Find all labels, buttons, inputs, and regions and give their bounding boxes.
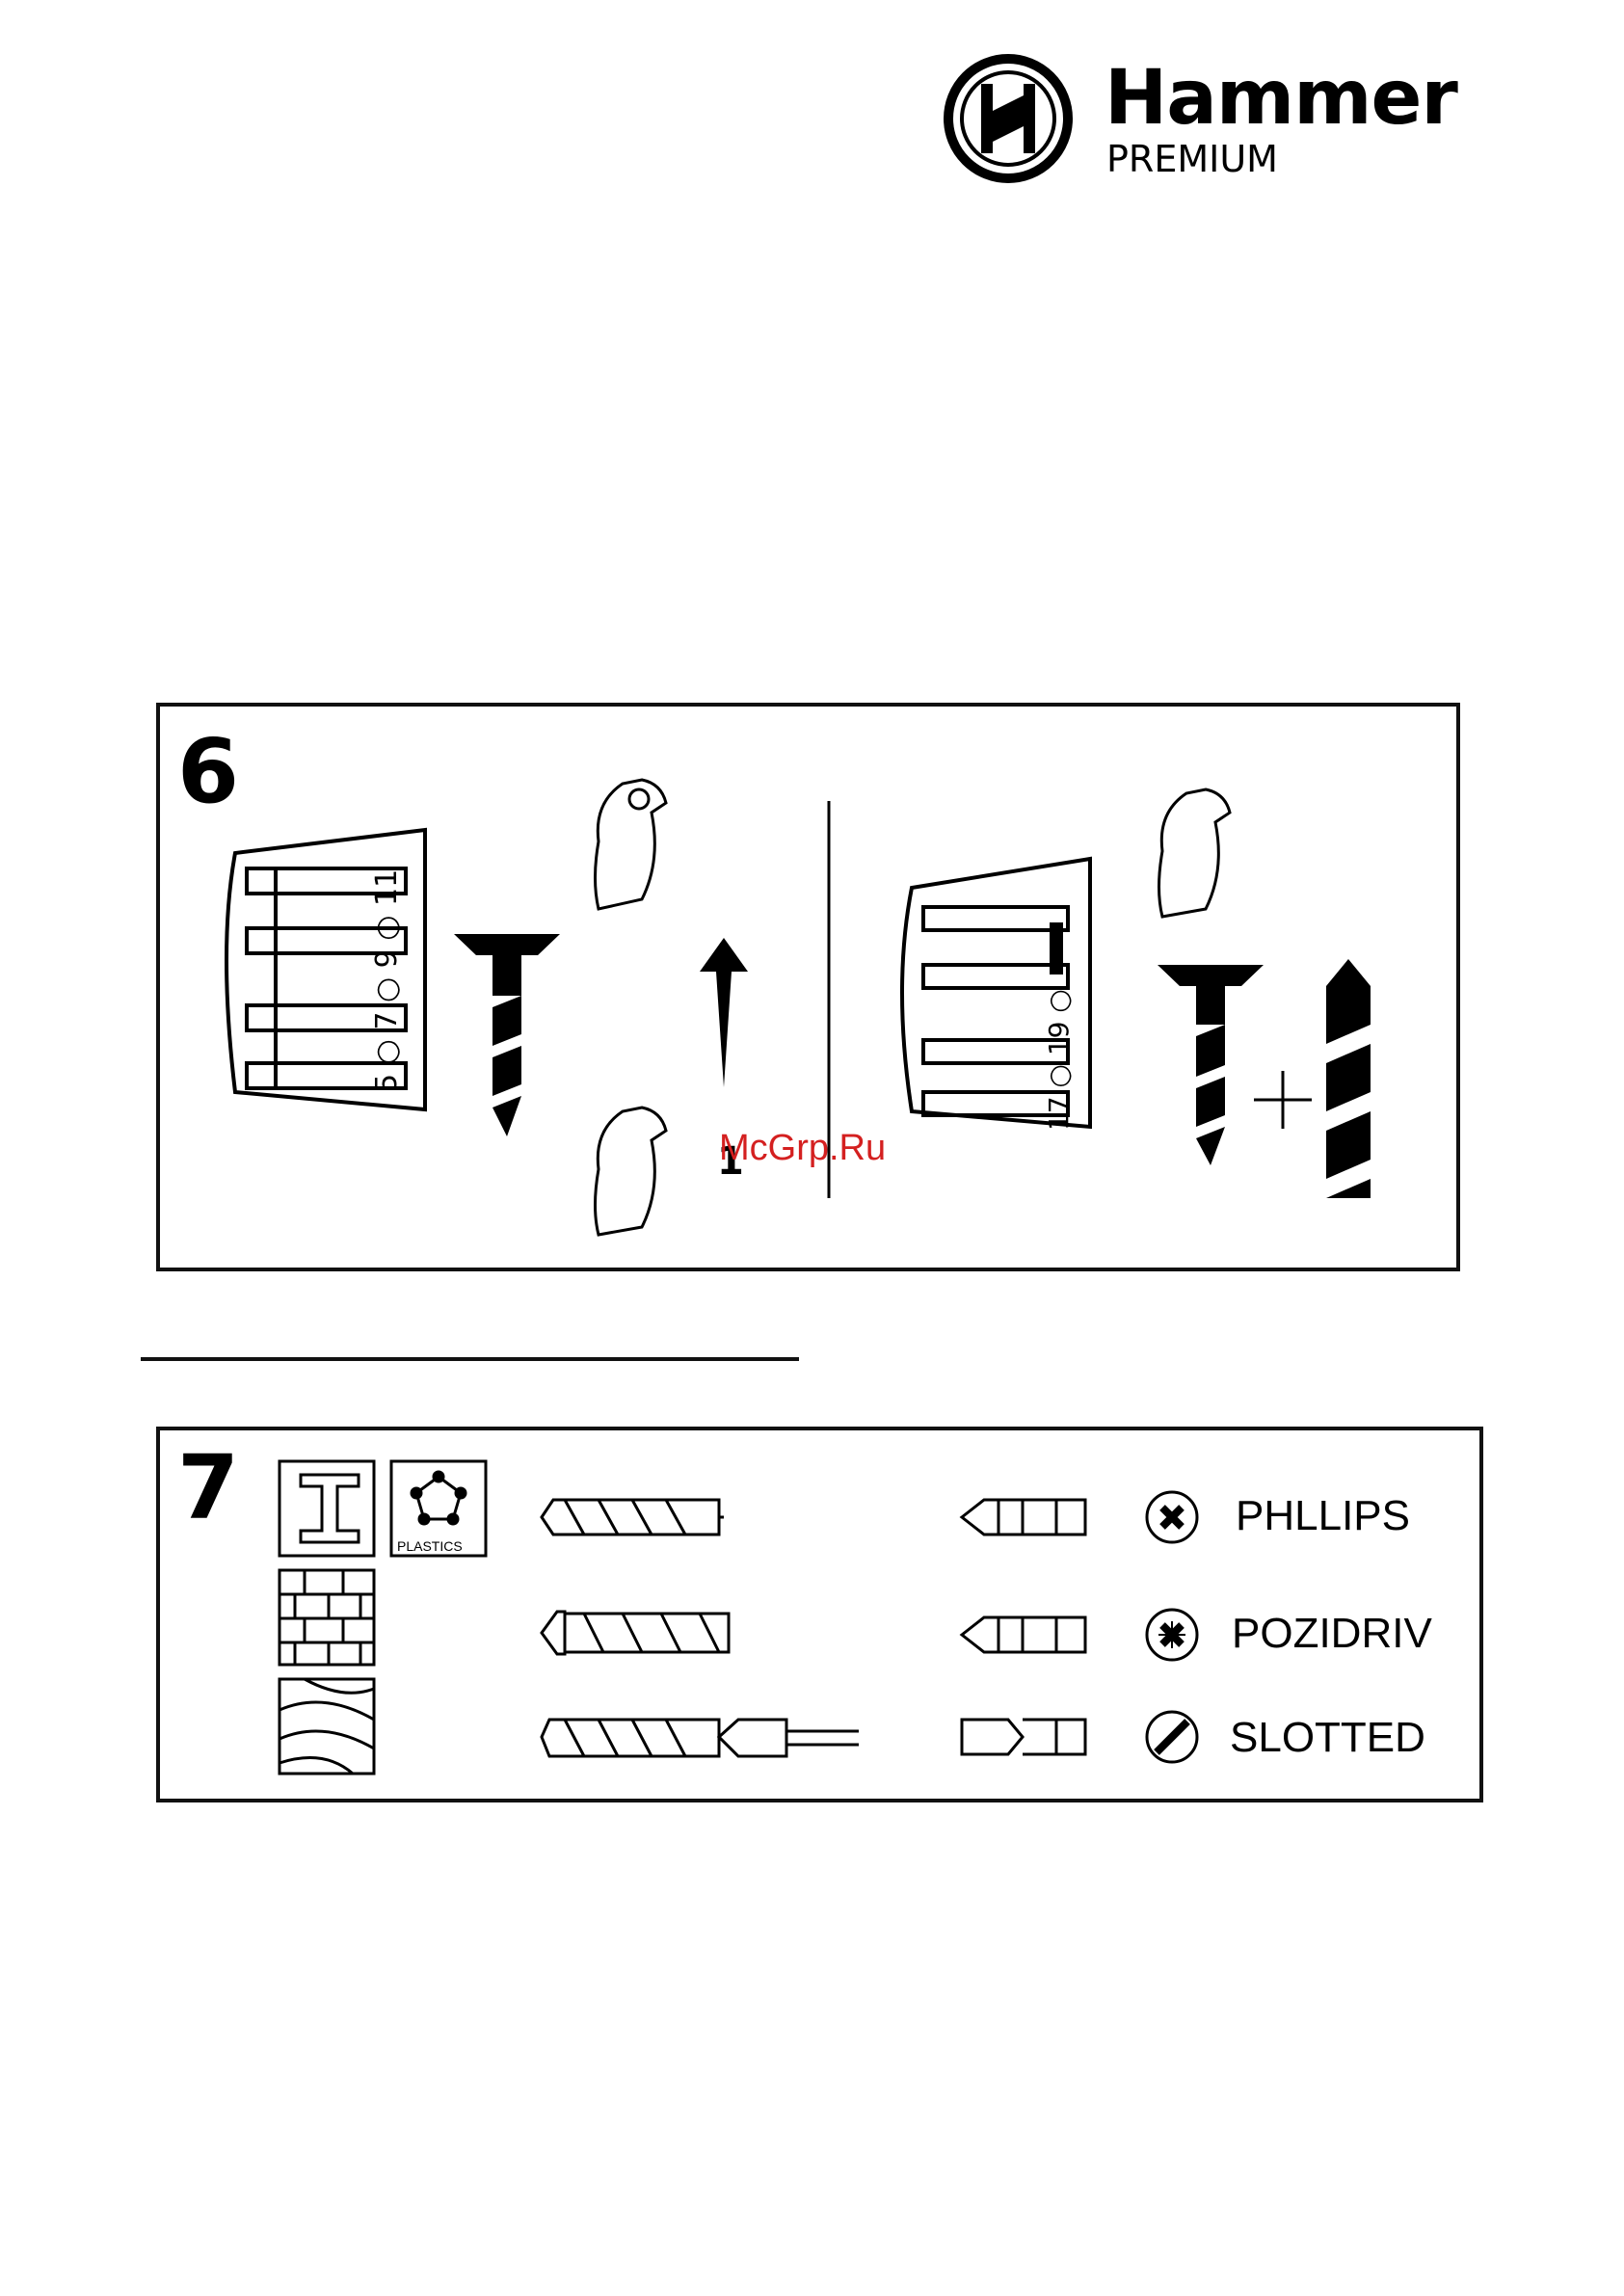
screw-icon [1158,965,1264,1165]
phillips-label: PHLLIPS [1236,1492,1410,1540]
svg-text:17 ○ 19 ○: 17 ○ 19 ○ [1043,989,1075,1131]
masonry-drill-bit-icon [542,1612,729,1654]
screw-icon [454,934,560,1136]
slotted-label: SLOTTED [1230,1714,1425,1762]
slotted-bit-icon [962,1720,1085,1754]
masonry-icon [280,1570,374,1665]
torque-collar-drill-icon: 17 ○ 19 ○ [902,859,1090,1131]
metal-beam-icon [280,1461,374,1556]
phillips-head-icon [1147,1492,1197,1542]
svg-text:5 ○ 7 ○ 9 ○ 11: 5 ○ 7 ○ 9 ○ 11 [370,869,404,1092]
figure-6-illustration: 5 ○ 7 ○ 9 ○ 11 1 [160,707,1456,1268]
watermark-text: McGrp.Ru [719,1126,886,1170]
plastics-label: PLASTICS [397,1538,463,1554]
pozidriv-bit-icon [962,1617,1085,1652]
brand-name: Hammer [1105,55,1457,142]
brand-subtitle: PREMIUM [1106,138,1278,180]
hammer-emblem-icon [943,53,1087,188]
wood-drill-bit-icon [542,1720,859,1756]
arrow-up-icon [700,938,748,1087]
figure-7-bits-and-materials: 7 [156,1427,1483,1802]
flexed-arm-icon [596,780,667,909]
slotted-head-icon [1147,1712,1197,1762]
wood-icon [280,1679,374,1774]
pozidriv-head-icon [1147,1610,1197,1660]
flexed-arm-small-icon [596,1108,667,1235]
metal-drill-bit-icon [542,1500,724,1535]
section-divider-line [141,1357,799,1361]
pozidriv-label: POZIDRIV [1232,1610,1432,1658]
flexed-arm-icon [1159,789,1231,917]
hammer-premium-logo: Hammer PREMIUM [943,53,1482,188]
drill-bit-icon [1326,959,1371,1198]
torque-collar-low-icon: 5 ○ 7 ○ 9 ○ 11 [226,830,425,1109]
phillips-bit-icon [962,1500,1085,1535]
figure-6-torque-settings: 6 5 ○ 7 ○ 9 ○ 11 [156,703,1460,1271]
